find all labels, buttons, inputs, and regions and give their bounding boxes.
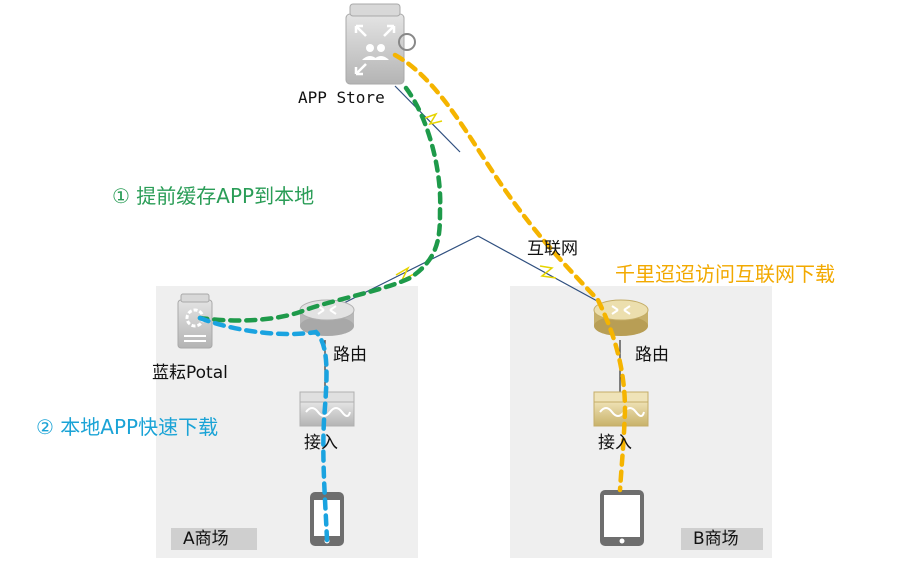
access-b-label: 接入 bbox=[598, 433, 632, 453]
router-b-label: 路由 bbox=[635, 345, 669, 365]
lightning-icon bbox=[424, 112, 443, 126]
access-switch-b-icon[interactable] bbox=[593, 391, 649, 427]
app-store-server-icon[interactable] bbox=[345, 3, 416, 85]
link-router-a bbox=[329, 235, 479, 311]
portal-label: 蓝耘Potal bbox=[152, 363, 228, 383]
zone-a-label: A商场 bbox=[171, 528, 257, 550]
remote-path-yellow bbox=[392, 52, 628, 493]
step1-annotation: ① 提前缓存APP到本地 bbox=[112, 184, 315, 208]
cache-path-green bbox=[197, 85, 443, 323]
router-a-label: 路由 bbox=[333, 345, 367, 365]
link-router-b bbox=[477, 235, 611, 309]
portal-server-icon[interactable] bbox=[177, 293, 213, 349]
link-appstore bbox=[394, 85, 461, 153]
app-store-label: APP Store bbox=[298, 88, 385, 107]
internet-label: 互联网 bbox=[527, 239, 578, 259]
lightning-icon bbox=[539, 265, 557, 279]
local-path-blue bbox=[197, 315, 330, 543]
access-a-label: 接入 bbox=[304, 433, 338, 453]
step2-annotation: ② 本地APP快速下载 bbox=[36, 415, 219, 439]
remote-download-annotation: 千里迢迢访问互联网下载 bbox=[615, 262, 835, 286]
tablet-icon[interactable] bbox=[600, 490, 644, 546]
zone-b-label: B商场 bbox=[681, 528, 763, 550]
